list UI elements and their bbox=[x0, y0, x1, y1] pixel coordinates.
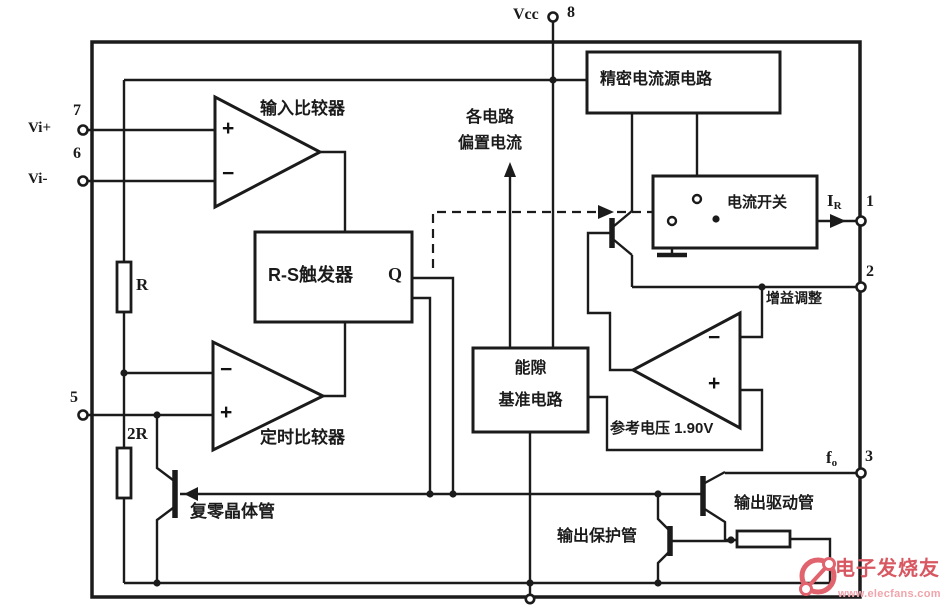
protection-transistor-leads bbox=[656, 494, 733, 583]
ir-arrowhead-icon bbox=[830, 214, 846, 228]
pin4-terminal bbox=[524, 593, 536, 605]
gain-adjust-label: 增益调整 bbox=[766, 290, 822, 306]
blocks bbox=[211, 50, 819, 453]
watermark-title: 电子发烧友 bbox=[835, 558, 940, 580]
vi-plus-label: Vi+ bbox=[28, 120, 51, 136]
wire-q-2 bbox=[412, 296, 432, 494]
current-source-transistor-leads bbox=[586, 210, 634, 372]
pin2-number: 2 bbox=[866, 263, 874, 280]
precision-current-source-box bbox=[585, 50, 782, 115]
resistor-r-body bbox=[115, 260, 133, 314]
input-comparator-label: 输入比较器 bbox=[260, 99, 345, 118]
base-arrowhead-icon bbox=[184, 487, 198, 501]
error-amp-minus-sign: − bbox=[708, 326, 721, 349]
fo-symbol: f bbox=[826, 448, 832, 467]
error-amplifier-triangle bbox=[629, 310, 742, 431]
pin5-terminal bbox=[77, 409, 89, 421]
ir-subscript: R bbox=[833, 200, 842, 212]
wire-opamp-plus bbox=[588, 388, 764, 452]
wire-opamp-minus bbox=[740, 287, 764, 339]
transistor-bars bbox=[172, 218, 706, 556]
current-switch-label: 电流开关 bbox=[727, 194, 788, 211]
bandgap-label-line2: 基准电路 bbox=[498, 392, 563, 409]
resistor-2r-label: 2R bbox=[127, 424, 148, 443]
elecfans-logo-icon bbox=[799, 557, 837, 596]
current-switch-box bbox=[651, 174, 819, 250]
bias-note-line1: 各电路 bbox=[466, 109, 515, 126]
pin-terminals bbox=[77, 11, 867, 605]
switch-ground-contact bbox=[666, 215, 678, 227]
timing-comparator-triangle bbox=[211, 339, 327, 453]
timing-comparator-plus-sign: + bbox=[220, 401, 233, 424]
switch-pivot-contact bbox=[691, 193, 703, 205]
resistors bbox=[115, 260, 792, 549]
timing-comparator-label: 定时比较器 bbox=[260, 428, 345, 447]
pin2-terminal bbox=[855, 281, 867, 293]
fo-subscript: o bbox=[831, 457, 838, 469]
bandgap-label-line1: 能隙 bbox=[514, 360, 547, 377]
pin8-terminal bbox=[547, 11, 559, 23]
resistor-r-label: R bbox=[136, 275, 149, 294]
pin6-terminal bbox=[77, 175, 89, 187]
ir-symbol: I bbox=[827, 191, 834, 210]
vi-minus-label: Vi- bbox=[28, 171, 48, 187]
error-amp-plus-sign: + bbox=[708, 372, 721, 395]
q-output-label: Q bbox=[388, 264, 403, 284]
pin3-number: 3 bbox=[865, 448, 873, 465]
pin1-terminal bbox=[855, 215, 867, 227]
emitter-resistor-body bbox=[735, 529, 792, 549]
precision-current-source-label: 精密电流源电路 bbox=[600, 71, 713, 88]
wire-reset-input bbox=[323, 322, 347, 398]
output-protector-label: 输出保护管 bbox=[557, 528, 638, 545]
reference-voltage-label: 参考电压 1.90V bbox=[610, 420, 714, 437]
bias-up-arrowhead-icon bbox=[504, 162, 516, 177]
ir-label: IR bbox=[827, 192, 842, 213]
vcc-label: Vcc bbox=[513, 6, 539, 23]
watermark-url: www.elecfans.com bbox=[838, 588, 941, 600]
input-comparator-plus-sign: + bbox=[222, 117, 235, 140]
reset-transistor-label: 复零晶体管 bbox=[190, 502, 275, 521]
fo-label: fo bbox=[826, 449, 837, 470]
pin8-number: 8 bbox=[567, 4, 575, 21]
bandgap-reference-box bbox=[471, 346, 590, 434]
pin3-terminal bbox=[855, 467, 867, 479]
bias-note-line2: 偏置电流 bbox=[458, 135, 523, 152]
pin1-number: 1 bbox=[866, 193, 874, 210]
wire-set-input bbox=[320, 150, 347, 232]
timing-comparator-minus-sign: − bbox=[220, 358, 233, 381]
pin5-number: 5 bbox=[70, 389, 78, 406]
wire-q-1 bbox=[412, 276, 455, 494]
pin6-number: 6 bbox=[73, 145, 81, 162]
rs-flipflop-label: R-S触发器 bbox=[268, 265, 353, 285]
resistor-2r-body bbox=[115, 446, 133, 500]
junction-dots bbox=[120, 76, 766, 587]
rs-flipflop-box bbox=[253, 230, 414, 324]
reset-transistor-leads bbox=[155, 415, 174, 583]
input-comparator-minus-sign: − bbox=[222, 162, 235, 185]
control-arrowhead-icon bbox=[598, 205, 614, 219]
input-comparator-triangle bbox=[213, 94, 324, 210]
pin7-number: 7 bbox=[73, 102, 81, 119]
output-driver-label: 输出驱动管 bbox=[734, 495, 815, 512]
ic-package-outline bbox=[90, 40, 862, 599]
pin7-terminal bbox=[77, 124, 89, 136]
